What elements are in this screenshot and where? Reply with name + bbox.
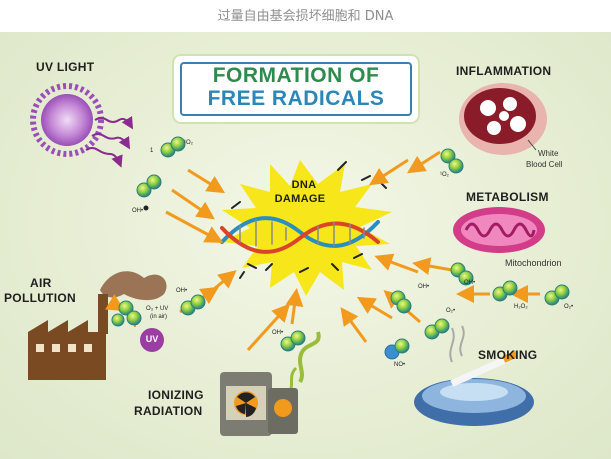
mitochondrion-label: Mitochondrion: [505, 258, 562, 268]
oh-label-uv: OH•: [132, 208, 144, 214]
singlet-oxygen-label: ¹O₂: [184, 140, 193, 146]
diagram-panel: FORMATION OF FREE RADICALS DNA DAMAGE UV…: [0, 32, 611, 459]
ionizing-label: IONIZING: [148, 388, 204, 402]
inflammation-label: INFLAMMATION: [456, 64, 552, 78]
air-pollution-label-1: AIR: [30, 276, 52, 290]
oh-label-metabolism: OH•: [464, 280, 476, 286]
uv-badge-label: UV: [145, 334, 159, 344]
dna-burst: [222, 160, 392, 296]
uv-sun-icon: [30, 83, 134, 168]
molecule-metabolism: [450, 262, 570, 306]
dna-label-2: DAMAGE: [274, 193, 326, 205]
molecule-singlet-oxygen: [160, 136, 186, 158]
no-label: NO•: [394, 362, 406, 368]
oh-label-air: OH•: [176, 288, 188, 294]
o2-label-smoking: O₂•: [446, 308, 456, 314]
ozone-label-1: O₃ + UV: [146, 306, 169, 312]
air-pollution-label-2: POLLUTION: [4, 291, 77, 305]
inflammation-oxygen-label: ¹O₂: [440, 172, 449, 178]
white-blood-cell-label-1: White: [538, 149, 559, 158]
white-blood-cell-icon: [459, 83, 547, 155]
uv-light-label: UV LIGHT: [36, 60, 95, 74]
title-line-2: FREE RADICALS: [207, 87, 385, 110]
reaction-arrows: [105, 150, 540, 352]
title-box: FORMATION OF FREE RADICALS: [174, 56, 418, 122]
factory-icon: [28, 271, 167, 380]
molecule-air-pollution: [111, 294, 206, 327]
singlet-number-label: 1: [150, 148, 154, 154]
molecule-inflammation: [440, 148, 464, 174]
smoking-label: SMOKING: [478, 348, 538, 362]
metabolism-label: METABOLISM: [466, 190, 549, 204]
molecule-radiation: [280, 330, 306, 352]
free-radical-molecules: [111, 136, 570, 360]
title-line-1: FORMATION OF: [212, 64, 380, 87]
figure-caption: 过量自由基会损坏细胞和 DNA: [217, 9, 394, 24]
diagram-artwork: [28, 83, 570, 436]
radiation-label: RADIATION: [134, 404, 203, 418]
white-blood-cell-label-2: Blood Cell: [526, 160, 563, 169]
ashtray-icon: [414, 325, 534, 426]
dna-label-1: DNA: [291, 179, 317, 191]
radiation-barrel-icon: [220, 331, 321, 436]
o2-label-metabolism: O₂•: [564, 304, 574, 310]
oh-label-smoking: OH•: [418, 284, 430, 290]
ozone-label-2: (in air): [150, 314, 168, 320]
mitochondrion-icon: [453, 207, 545, 253]
oh-label-radiation: OH•: [272, 330, 284, 336]
title-frame: [180, 62, 412, 116]
h2o2-label: H₂O₂: [514, 304, 528, 310]
dna-helix: [220, 216, 380, 254]
molecule-oh-uv: [136, 174, 162, 211]
molecule-smoking: [384, 290, 450, 360]
